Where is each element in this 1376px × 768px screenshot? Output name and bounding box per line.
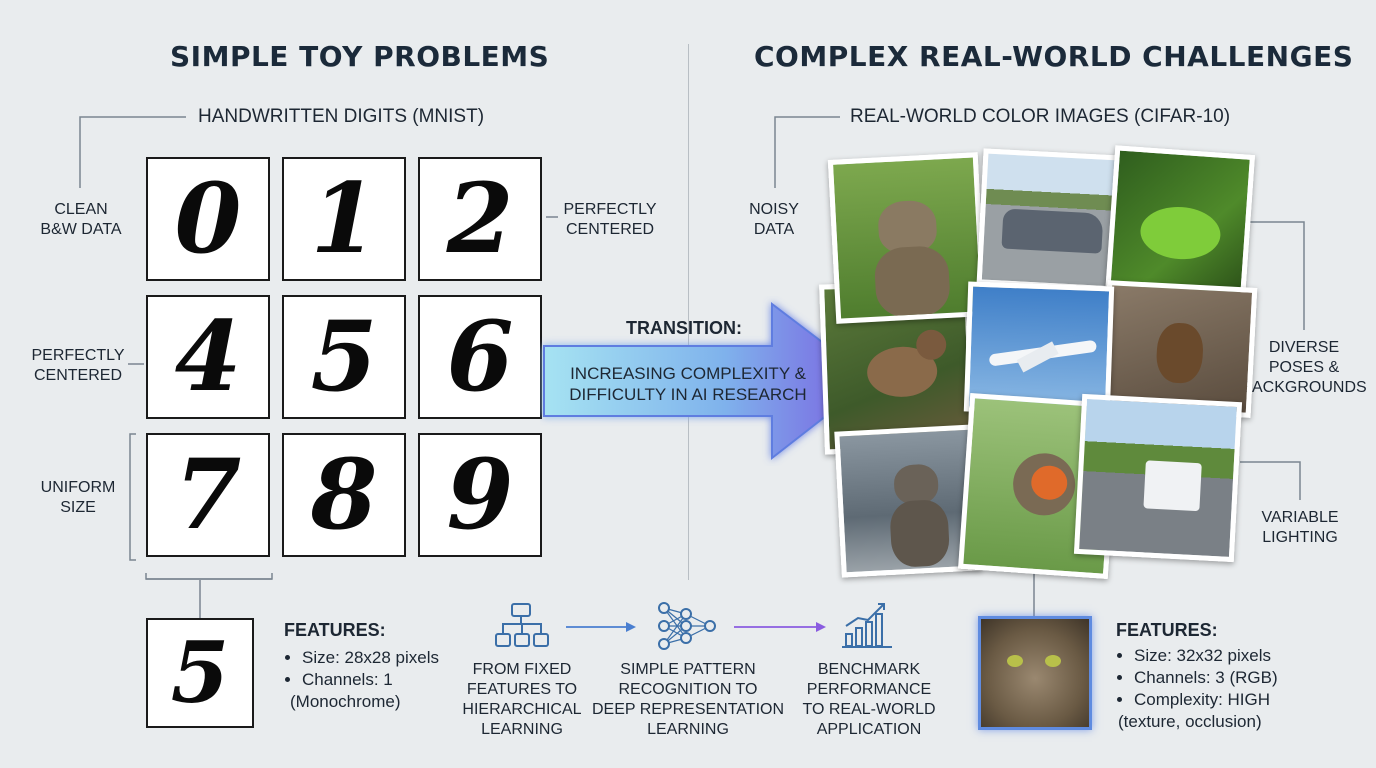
callout-clean-data: CLEAN B&W DATA: [40, 201, 122, 238]
transition-title: TRANSITION:: [626, 318, 742, 338]
step-hierarchical: FROM FIXED FEATURES TO HIERARCHICAL LEAR…: [462, 661, 582, 738]
digit-tile: 0: [146, 157, 270, 281]
feature-item: Channels: 1: [302, 669, 474, 691]
digit-tile: 4: [146, 295, 270, 419]
callout-centered-left: PERFECTLY CENTERED: [31, 347, 125, 384]
feature-item: Size: 28x28 pixels: [302, 647, 474, 669]
photo-cat: [827, 152, 987, 324]
right-features: FEATURES: Size: 32x32 pixels Channels: 3…: [1116, 620, 1316, 733]
digit-tile: 9: [418, 433, 542, 557]
callout-centered-right: PERFECTLY CENTERED: [563, 201, 657, 238]
digit-tile: 2: [418, 157, 542, 281]
sample-digit-tile: 5: [146, 618, 254, 728]
features-title: FEATURES:: [1116, 620, 1218, 640]
callout-variable-lighting: VARIABLE LIGHTING: [1261, 509, 1339, 546]
right-subtitle: REAL-WORLD COLOR IMAGES (CIFAR-10): [850, 106, 1231, 127]
feature-item-continued: (texture, occlusion): [1118, 712, 1262, 731]
transition-arrow: [543, 301, 874, 461]
digit-tile: 8: [282, 433, 406, 557]
digit-tile: 1: [282, 157, 406, 281]
digit-tile: 7: [146, 433, 270, 557]
hierarchy-icon: [495, 603, 549, 647]
digit-tile: 5: [282, 295, 406, 419]
features-title: FEATURES:: [284, 620, 386, 640]
digit-tile: 6: [418, 295, 542, 419]
photo-truck: [1073, 393, 1243, 563]
step-benchmark: BENCHMARK PERFORMANCE TO REAL-WORLD APPL…: [802, 661, 936, 738]
left-subtitle: HANDWRITTEN DIGITS (MNIST): [198, 106, 485, 127]
feature-item: Complexity: HIGH: [1134, 689, 1316, 711]
callout-noisy-data: NOISY DATA: [749, 201, 799, 238]
feature-item: Size: 32x32 pixels: [1134, 645, 1316, 667]
step-deep-representation: SIMPLE PATTERN RECOGNITION TO DEEP REPRE…: [591, 661, 785, 738]
sample-cat-image: [978, 616, 1092, 730]
photo-car: [976, 148, 1126, 292]
left-title: SIMPLE TOY PROBLEMS: [170, 40, 550, 73]
callout-uniform-size: UNIFORM SIZE: [40, 479, 116, 516]
feature-item: Channels: 3 (RGB): [1134, 667, 1316, 689]
left-features: FEATURES: Size: 28x28 pixels Channels: 1…: [284, 620, 474, 713]
neural-network-icon: [658, 602, 716, 650]
transition-text: INCREASING COMPLEXITY & DIFFICULTY IN AI…: [569, 364, 807, 404]
bar-chart-icon: [842, 603, 892, 648]
right-title: COMPLEX REAL-WORLD CHALLENGES: [754, 40, 1354, 73]
callout-diverse-poses: DIVERSE POSES & BACKGROUNDS: [1241, 339, 1367, 396]
center-divider: [688, 44, 689, 580]
feature-item-continued: (Monochrome): [290, 692, 401, 711]
